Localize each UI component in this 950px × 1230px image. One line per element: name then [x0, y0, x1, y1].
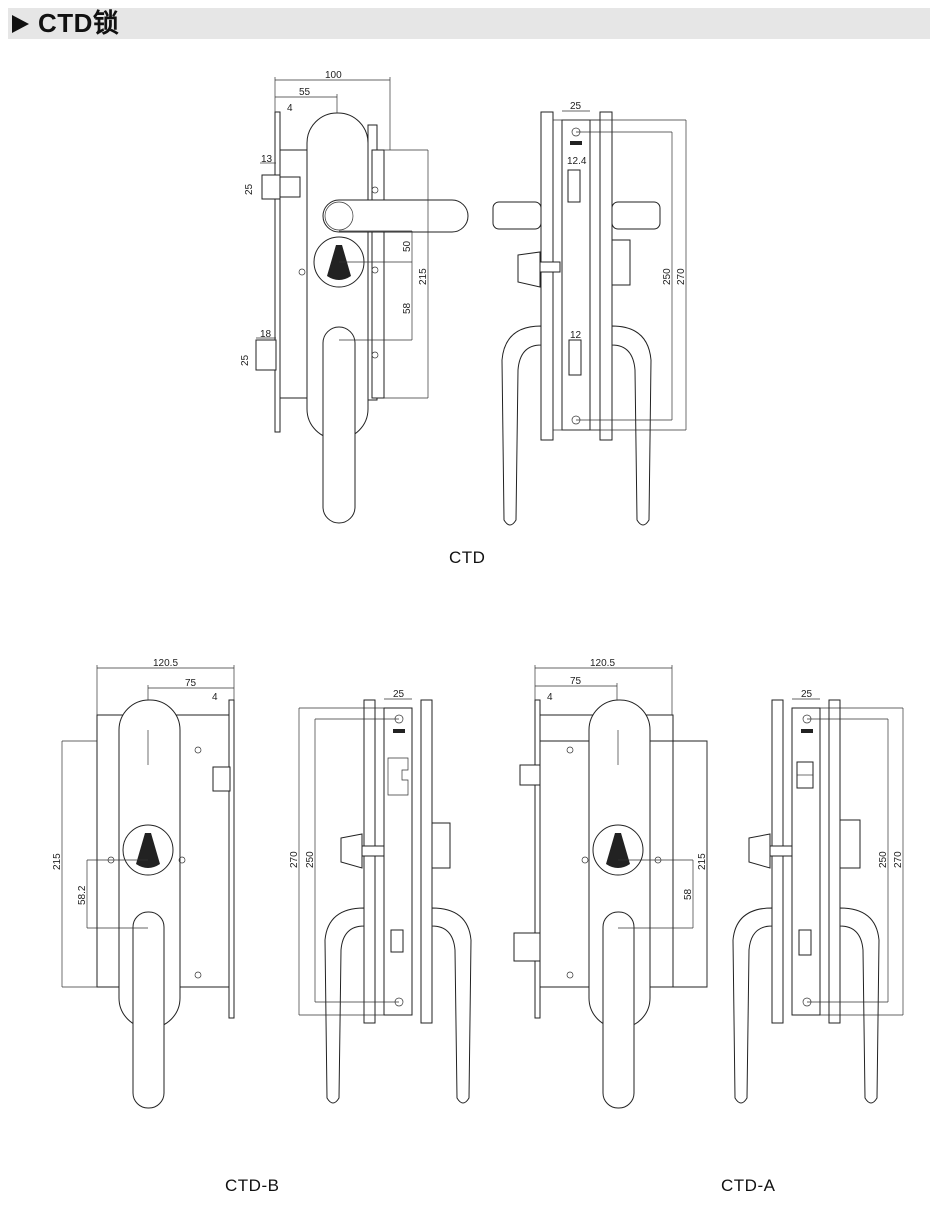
- dim-25b: 25: [240, 354, 251, 366]
- dim-75-b: 75: [185, 678, 197, 689]
- dim-4-a: 4: [547, 692, 553, 703]
- ctd-b-front-view: 120.5 75 4 215 58.2: [52, 658, 235, 1109]
- dim-25-b-side: 25: [393, 689, 405, 700]
- dim-215-a: 215: [697, 853, 708, 870]
- section-title: CTD锁: [38, 8, 120, 38]
- ctd-a-front-view: 120.5 75 4 58 215: [513, 658, 708, 1109]
- dim-215-b: 215: [52, 853, 63, 870]
- dim-12-4: 12.4: [567, 156, 587, 167]
- dim-4: 4: [287, 103, 293, 114]
- caption-ctd-a: CTD-A: [721, 1176, 776, 1195]
- dim-12: 12: [570, 330, 582, 341]
- dim-270: 270: [676, 268, 687, 285]
- dim-58-2: 58.2: [77, 885, 88, 905]
- ctd-b-side-view: 25 270 250: [289, 689, 472, 1104]
- ctd-a-side-view: 25 250 270: [732, 689, 904, 1104]
- dim-18: 18: [260, 329, 272, 340]
- ctd-front-view: 100 55 4 13 25 215 50 58 18 25: [240, 70, 469, 524]
- dim-55: 55: [299, 87, 311, 98]
- dim-13: 13: [261, 154, 273, 165]
- dim-215: 215: [418, 268, 429, 285]
- dim-75-a: 75: [570, 676, 582, 687]
- dim-50: 50: [402, 240, 413, 252]
- caption-ctd-b: CTD-B: [225, 1176, 280, 1195]
- dim-100: 100: [325, 70, 342, 81]
- dim-25-side: 25: [570, 101, 582, 112]
- dim-58: 58: [402, 302, 413, 314]
- dim-250: 250: [662, 268, 673, 285]
- dim-270-a: 270: [893, 851, 904, 868]
- triangle-icon: [12, 15, 29, 33]
- dim-25a: 25: [244, 183, 255, 195]
- dim-4-b: 4: [212, 692, 218, 703]
- dim-250-a: 250: [878, 851, 889, 868]
- dim-120-5-b: 120.5: [153, 658, 178, 669]
- dim-120-5-a: 120.5: [590, 658, 615, 669]
- caption-ctd: CTD: [449, 548, 486, 567]
- ctd-side-view: 25 12.4 12 250 270: [492, 101, 687, 526]
- section-header: CTD锁: [8, 8, 930, 39]
- dim-250-b: 250: [305, 851, 316, 868]
- dim-25-a-side: 25: [801, 689, 813, 700]
- dim-58-a: 58: [683, 888, 694, 900]
- dim-270-b: 270: [289, 851, 300, 868]
